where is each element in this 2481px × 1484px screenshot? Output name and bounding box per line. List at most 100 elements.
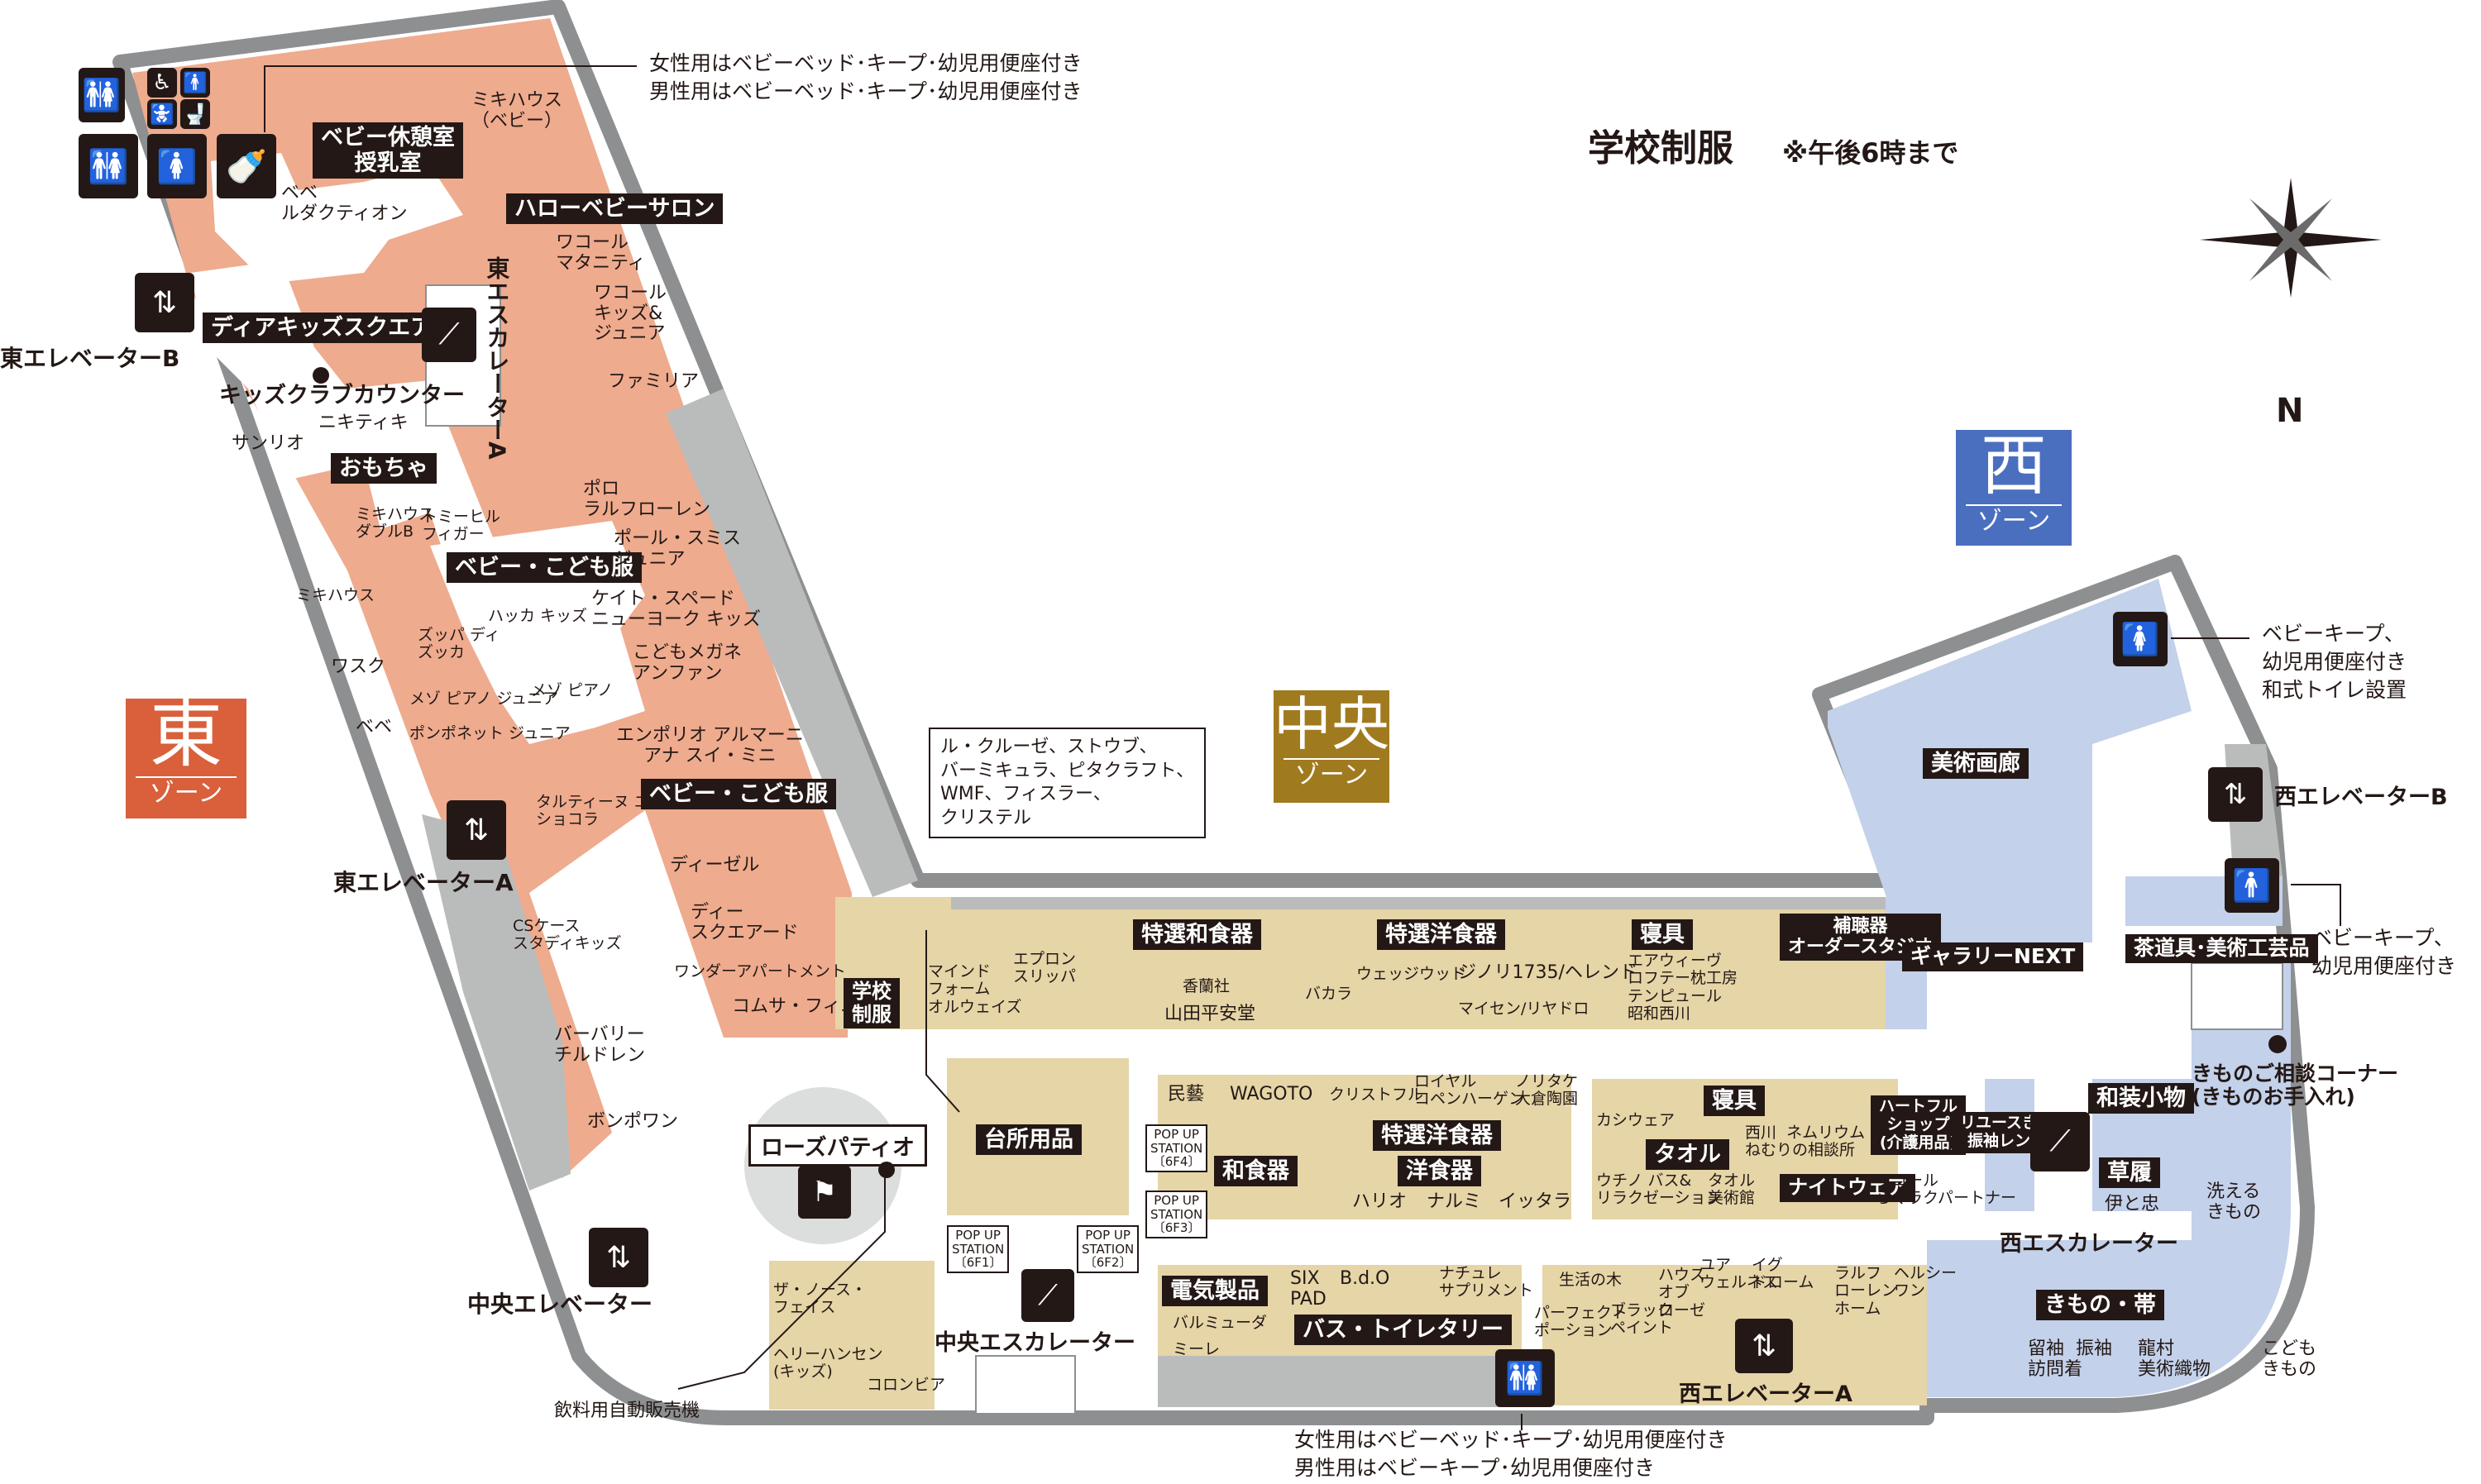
store-house-of-rose: ハウス オブ ローゼ: [1658, 1266, 1706, 1319]
west-restroom-note-2: ベビーキープ、 幼児用便座付き: [2311, 926, 2457, 978]
women-restroom-icon[interactable]: 🚺: [147, 134, 207, 198]
store-wedgwood: ウェッジウッド: [1356, 965, 1467, 983]
tableware-block: [1158, 1075, 1571, 1219]
store-wagoto: WAGOTO: [1230, 1084, 1313, 1105]
leader-line-restroom-top: [264, 65, 637, 132]
store-black-paint: ブラック ペイント: [1610, 1301, 1674, 1338]
center-gray-strip: [951, 897, 1886, 909]
washokki-label: 和食器: [1214, 1156, 1298, 1187]
store-itochu: 伊と忠: [2105, 1194, 2160, 1214]
store-meissen: マイセン/リヤドロ: [1458, 1000, 1589, 1018]
store-kodomo-megane: こどもメガネ アンファン: [633, 642, 743, 684]
store-sixpad: SIX PAD: [1290, 1268, 1327, 1310]
store-airweave: エアウィーヴ ロフテー枕工房 テンピュール 昭和西川: [1628, 952, 1738, 1023]
store-christofle: クリストフル: [1329, 1086, 1424, 1104]
store-comme-ca: コムサ・フィユ: [732, 996, 859, 1017]
east-escalator-icon[interactable]: ⟋: [422, 308, 476, 362]
hello-baby-salon-label: ハローベビーサロン: [506, 193, 724, 225]
men-women-restroom-icon[interactable]: 🚻: [79, 134, 138, 198]
west-escalator-icon[interactable]: ⟋: [2030, 1112, 2090, 1171]
store-burberry: バーバリー チルドレン: [554, 1024, 646, 1066]
accessible-baby-icon[interactable]: 🚼: [147, 99, 177, 129]
west-women-restroom-icon[interactable]: 🚺: [2113, 612, 2168, 666]
east-elevator-b-label: 東エレベーターB: [0, 345, 180, 372]
center-zone-sub: ゾーン: [1284, 758, 1379, 788]
restroom-icon[interactable]: 🚻: [79, 68, 125, 122]
store-ig: イグ ドローム: [1752, 1256, 1814, 1292]
store-mikihouse-baby: ミキハウス （ベビー）: [471, 90, 563, 131]
west-men-restroom-icon[interactable]: 🚹: [2225, 858, 2279, 913]
map-title: 学校制服: [1588, 127, 1733, 169]
store-royal-copenhagen: ロイヤル コペンハーゲン: [1414, 1072, 1525, 1109]
store-nishikawa: 西川 ネムリウム ねむりの相談所: [1745, 1124, 1866, 1160]
nightwear-label: ナイトウェア: [1780, 1174, 1915, 1202]
west-elevator-a-icon[interactable]: ⇅: [1735, 1319, 1793, 1373]
store-healthy-one: ヘルシー ワン: [1894, 1264, 1958, 1300]
store-mikihouse-double: ミキハウス ダブルB: [356, 505, 435, 542]
center-escalator-icon[interactable]: ⟋: [1021, 1269, 1074, 1322]
bench-icon: ⚑: [798, 1166, 851, 1219]
restroom-note-top: 女性用はベビーベッド･キープ･幼児用便座付き 男性用はベビーベッド･キープ･幼児…: [649, 51, 1083, 103]
store-iittala: イッタラ: [1499, 1191, 1572, 1212]
east-zone-name: 東: [149, 692, 222, 777]
west-zone-name: 西: [1981, 427, 2047, 504]
leader-line-vending: [677, 1166, 886, 1390]
west-elevator-b-icon[interactable]: ⇅: [2208, 767, 2263, 822]
gallery-next-label: ギャラリーNEXT: [1902, 942, 2084, 971]
wheelchair-icon[interactable]: ♿: [147, 68, 177, 98]
east-elevator-a-icon[interactable]: ⇅: [447, 800, 506, 860]
accessible-toilet-icon[interactable]: 🚽: [180, 99, 210, 129]
store-familiar: ファミリア: [608, 371, 700, 392]
store-columbia: コロンビア: [867, 1376, 946, 1394]
center-north-block: [835, 897, 1886, 1029]
appliance-gray: [1158, 1356, 1522, 1407]
popup-station-6f1: POP UP STATION 〔6F1〕: [947, 1225, 1010, 1273]
wasou-komono-label: 和装小物: [2088, 1083, 2194, 1114]
bath-toiletry-label: バス・トイレタリー: [1294, 1315, 1512, 1346]
center-restroom-icon[interactable]: 🚻: [1495, 1349, 1555, 1407]
kids-club-dot: [313, 367, 329, 384]
accessible-restroom-icon[interactable]: 🚹: [180, 68, 210, 98]
store-uchino: ウチノ バス& リラクゼーション: [1596, 1171, 1722, 1208]
towel-label: タオル: [1646, 1139, 1729, 1171]
bedding-2-label: 寝具: [1704, 1086, 1765, 1117]
popup-station-6f3: POP UP STATION 〔6F3〕: [1145, 1191, 1208, 1238]
kimono-consult-dot: [2268, 1035, 2287, 1053]
store-nikitiki: ニキティキ: [318, 413, 409, 433]
store-paul-smith: ポール・スミス ジュニア: [614, 528, 742, 570]
school-uniform-label: 学校 制服: [844, 978, 900, 1029]
east-elevator-b-icon[interactable]: ⇅: [135, 273, 194, 332]
store-zuppa: ズッパ ディ ズッカ: [418, 626, 500, 662]
store-mind-form: マインド フォーム オルウェイズ: [928, 962, 1022, 1016]
store-wacoal-maternity: ワコール マタニティ: [556, 232, 646, 274]
heartful-shop-label: ハートフル ショップ (介護用品): [1871, 1095, 1967, 1155]
store-helly: ヘリーハンセン (キッズ): [773, 1345, 883, 1381]
baby-bottle-icon[interactable]: 🍼: [217, 134, 276, 198]
store-wacoal-raku: ワコール らくラクパートナー: [1876, 1171, 2017, 1208]
store-mezzo-junior: メゾ ピアノ ジュニア: [409, 690, 559, 708]
store-noritake: ノリタケ 大倉陶園: [1515, 1072, 1579, 1109]
outdoor-block: [769, 1261, 935, 1410]
store-north-face: ザ・ノース・ フェイス: [773, 1281, 868, 1317]
store-mikihouse: ミキハウス: [296, 586, 375, 604]
east-corridor: [190, 260, 595, 612]
yoshokki-label: 洋食器: [1398, 1156, 1481, 1187]
east-zone-badge: 東 ゾーン: [126, 699, 246, 818]
kids-club-counter: キッズクラブカウンター: [219, 383, 465, 408]
popup-station-6f4: POP UP STATION 〔6F4〕: [1145, 1124, 1208, 1172]
store-tomesode: 留袖 振袖 訪問着: [2028, 1338, 2112, 1380]
baby-kids-wear-label-1: ベビー・こども服: [447, 552, 642, 584]
store-kashiwear: カシウェア: [1596, 1111, 1676, 1129]
store-bebe-ruda: ベベ ルダクティオン: [281, 183, 408, 224]
west-zone-sub: ゾーン: [1966, 504, 2062, 534]
compass-north-label: N: [2276, 392, 2304, 430]
store-wacoal-kids: ワコール キッズ& ジュニア: [594, 283, 667, 345]
wellness-block: [1542, 1265, 1927, 1405]
tokusen-washokki-label: 特選和食器: [1133, 919, 1261, 951]
store-bonpoint: ボンポワン: [587, 1111, 679, 1132]
center-elevator-label: 中央エレベーター: [467, 1291, 653, 1318]
west-zone-south: [1927, 942, 2291, 1397]
center-elevator-icon[interactable]: ⇅: [589, 1228, 648, 1287]
store-washable-kimono: 洗える きもの: [2206, 1181, 2262, 1223]
